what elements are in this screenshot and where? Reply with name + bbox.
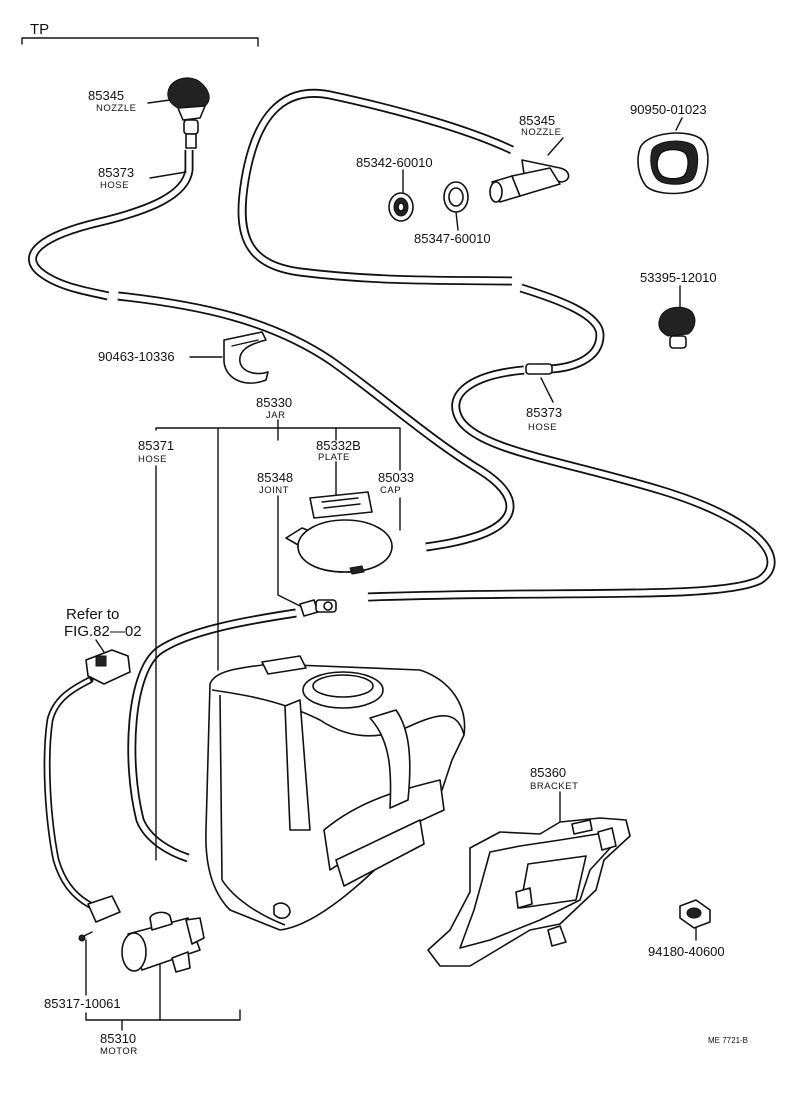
callout-hose-main: 85371 HOSE bbox=[138, 438, 174, 465]
plate-name: PLATE bbox=[318, 452, 350, 463]
hose-right-number: 85373 bbox=[526, 405, 562, 420]
nozzle-right-number: 85345 bbox=[519, 113, 555, 128]
callout-clip: 90463-10336 bbox=[98, 349, 175, 364]
jar-name: JAR bbox=[266, 410, 285, 421]
plate-number: 85332B bbox=[316, 438, 361, 453]
nut-number: 94180-40600 bbox=[648, 944, 725, 959]
leader-lines bbox=[85, 99, 697, 1031]
seal-b-part bbox=[443, 181, 469, 213]
seal-b-number: 85347-60010 bbox=[414, 231, 491, 246]
screw-number: 85317-10061 bbox=[44, 996, 121, 1011]
callout-bracket: 85360 BRACKET bbox=[530, 765, 578, 792]
screw-part bbox=[78, 931, 93, 942]
nozzle-left-part bbox=[167, 77, 210, 149]
cap-part bbox=[285, 519, 393, 575]
bracket-number: 85360 bbox=[530, 765, 566, 780]
hose-right-bend bbox=[519, 283, 605, 375]
nozzle-small-number: 53395-12010 bbox=[640, 270, 717, 285]
seal-a-part bbox=[388, 192, 414, 222]
hose-upper-left-name: HOSE bbox=[100, 180, 129, 191]
callout-hose-upper-left: 85373 HOSE bbox=[98, 165, 134, 191]
plate-part bbox=[309, 491, 373, 519]
callout-screw: 85317-10061 bbox=[44, 996, 121, 1011]
header-bracket: TP bbox=[21, 21, 259, 47]
hose-upper-left bbox=[28, 150, 194, 301]
callout-motor: 85310 MOTOR bbox=[100, 1031, 138, 1057]
callout-jar: 85330 JAR bbox=[256, 395, 292, 421]
motor-name: MOTOR bbox=[100, 1046, 138, 1057]
nut-part bbox=[679, 899, 711, 929]
nozzle-left-name: NOZZLE bbox=[96, 103, 136, 114]
callout-joint: 85348 JOINT bbox=[257, 470, 293, 496]
callout-reference: Refer to FIG.82—02 bbox=[64, 606, 142, 640]
jar-number: 85330 bbox=[256, 395, 292, 410]
wiring-harness bbox=[43, 649, 131, 923]
clip-part bbox=[223, 331, 269, 384]
nozzle-left-number: 85345 bbox=[88, 88, 124, 103]
motor-number: 85310 bbox=[100, 1031, 136, 1046]
callout-seal-b: 85347-60010 bbox=[414, 231, 491, 246]
hose-to-joint bbox=[127, 608, 297, 863]
callout-grommet: 90950-01023 bbox=[630, 102, 707, 117]
seal-a-number: 85342-60010 bbox=[356, 155, 433, 170]
joint-name: JOINT bbox=[259, 485, 289, 496]
callout-nozzle-right: 85345 NOZZLE bbox=[519, 113, 561, 138]
footer-ref: ME 7721-B bbox=[708, 1036, 748, 1045]
hose-main-number: 85371 bbox=[138, 438, 174, 453]
callout-nozzle-left: 85345 NOZZLE bbox=[88, 88, 136, 114]
jar-part bbox=[205, 655, 466, 931]
cap-name: CAP bbox=[380, 485, 401, 496]
header-code: TP bbox=[30, 21, 49, 38]
callout-nut: 94180-40600 bbox=[648, 944, 725, 959]
callout-plate: 85332B PLATE bbox=[316, 438, 361, 463]
callout-hose-right: 85373 HOSE bbox=[526, 405, 562, 433]
reference-line1: Refer to bbox=[66, 606, 119, 623]
joint-part bbox=[299, 599, 337, 617]
motor-part bbox=[121, 911, 205, 973]
hose-long-loop bbox=[117, 291, 515, 552]
bracket-name: BRACKET bbox=[530, 781, 578, 792]
reference-line2: FIG.82—02 bbox=[64, 623, 142, 640]
nozzle-small-part bbox=[658, 306, 696, 349]
hose-right-name: HOSE bbox=[528, 422, 557, 433]
hose-big-loop bbox=[367, 365, 776, 602]
callout-seal-a: 85342-60010 bbox=[356, 155, 433, 170]
hose-main-name: HOSE bbox=[138, 454, 167, 465]
hose-top-arch bbox=[237, 88, 514, 286]
nozzle-right-part bbox=[489, 159, 570, 203]
bracket-part bbox=[427, 817, 631, 967]
hose-upper-left-number: 85373 bbox=[98, 165, 134, 180]
grommet-part bbox=[637, 132, 709, 195]
callout-nozzle-small: 53395-12010 bbox=[640, 270, 717, 285]
nozzle-right-name: NOZZLE bbox=[521, 127, 561, 138]
clip-number: 90463-10336 bbox=[98, 349, 175, 364]
cap-number: 85033 bbox=[378, 470, 414, 485]
joint-number: 85348 bbox=[257, 470, 293, 485]
grommet-number: 90950-01023 bbox=[630, 102, 707, 117]
callout-cap: 85033 CAP bbox=[378, 470, 414, 496]
